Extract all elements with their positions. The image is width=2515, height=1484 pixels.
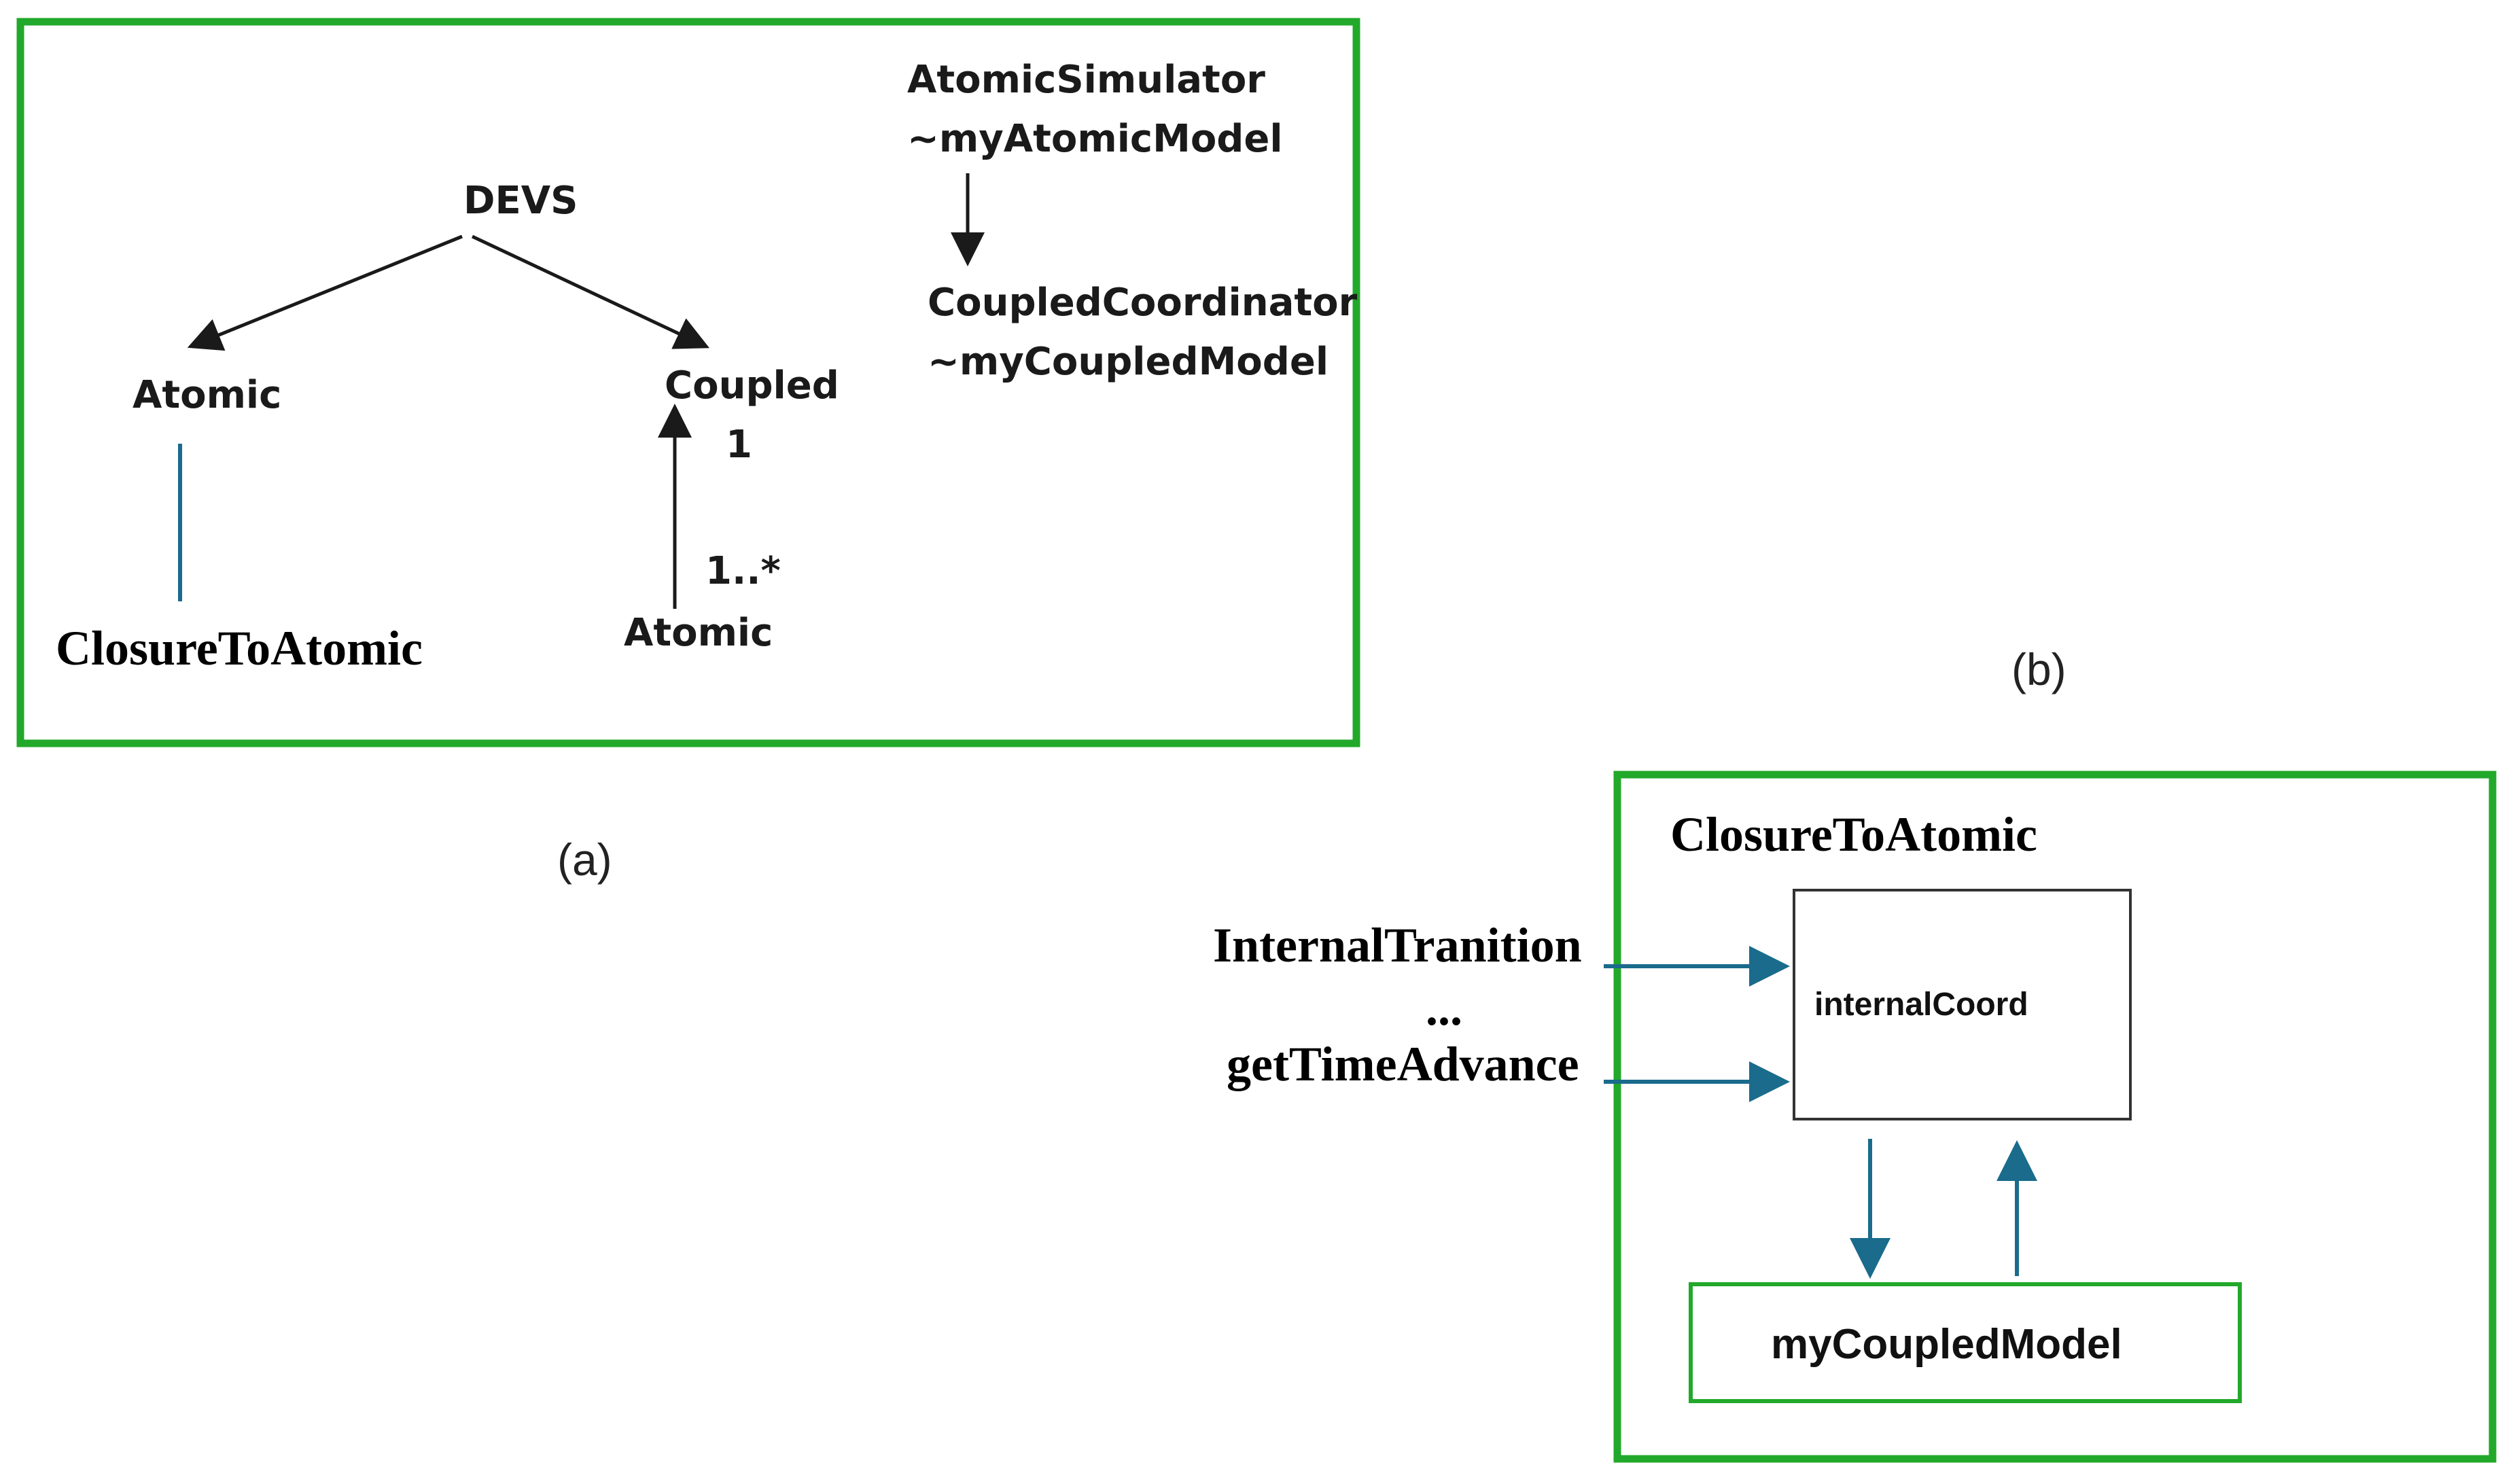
my-coupled-model-box — [1689, 1282, 2242, 1403]
atomic-bottom-label: Atomic — [624, 611, 773, 655]
coupled-coordinator-label: CoupledCoordinator — [928, 281, 1358, 325]
internal-transition-label: InternalTranition — [1213, 918, 1582, 972]
caption-a: (a) — [557, 834, 612, 885]
closure-to-atomic-label: ClosureToAtomic — [56, 621, 423, 675]
multiplicity-many: 1..* — [705, 549, 781, 593]
devs-to-coupled-arrow — [471, 234, 710, 349]
my-coupled-model-label: myCoupledModel — [1771, 1321, 2122, 1368]
coupled-label: Coupled — [665, 364, 839, 408]
caption-b: (b) — [2011, 644, 2066, 694]
devs-to-atomic-arrow — [187, 234, 463, 351]
input-ellipsis: ... — [1426, 981, 1462, 1036]
panel-b-frame — [1613, 771, 2497, 1463]
closure-to-atomic-title: ClosureToAtomic — [1670, 807, 2037, 862]
atomic-simulator-label: AtomicSimulator — [907, 58, 1265, 102]
panel-a-frame — [16, 18, 1360, 747]
my-coupled-model-ref-label: ~myCoupledModel — [928, 340, 1329, 384]
internal-coord-label: internalCoord — [1814, 987, 2028, 1023]
multiplicity-one: 1 — [726, 423, 752, 467]
atomic-left-label: Atomic — [133, 373, 282, 417]
get-time-advance-label: getTimeAdvance — [1227, 1037, 1579, 1091]
devs-label: DEVS — [463, 179, 578, 223]
internal-coord-box — [1793, 889, 2132, 1120]
my-atomic-model-label: ~myAtomicModel — [907, 117, 1283, 161]
